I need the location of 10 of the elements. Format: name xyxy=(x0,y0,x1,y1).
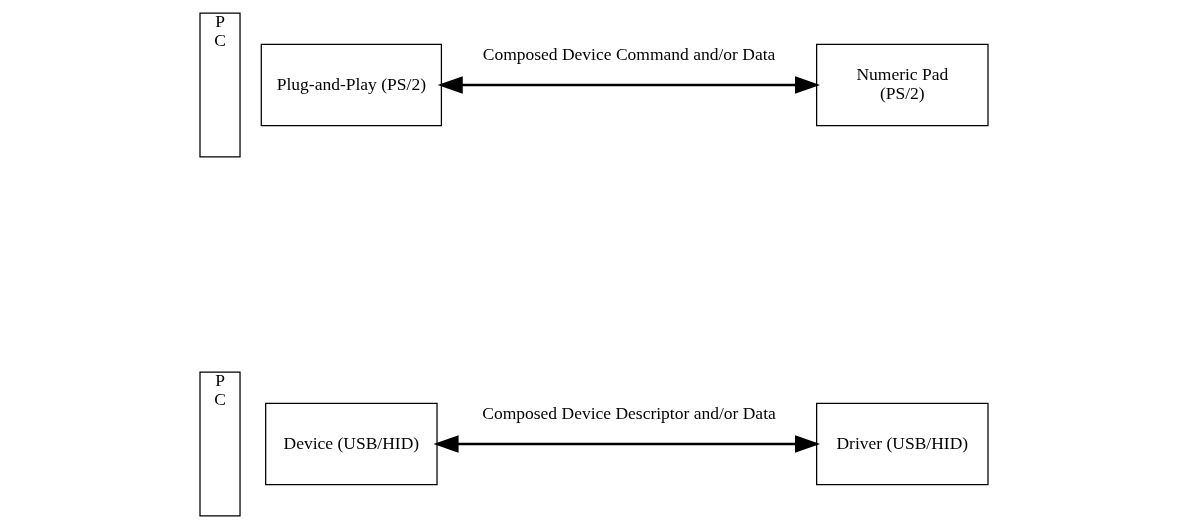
node-box: P C xyxy=(199,12,241,158)
node-box: Plug-and-Play (PS/2) xyxy=(260,43,443,127)
edge-label: Composed Device Descriptor and/or Data xyxy=(482,403,776,424)
edge-label: Composed Device Command and/or Data xyxy=(482,44,776,65)
node-box: Numeric Pad (PS/2) xyxy=(816,43,989,127)
node-box: P C xyxy=(199,371,241,517)
node-box: Device (USB/HID) xyxy=(265,402,438,486)
arrow xyxy=(433,435,821,453)
arrow xyxy=(437,76,821,94)
node-box: Driver (USB/HID) xyxy=(816,402,989,486)
